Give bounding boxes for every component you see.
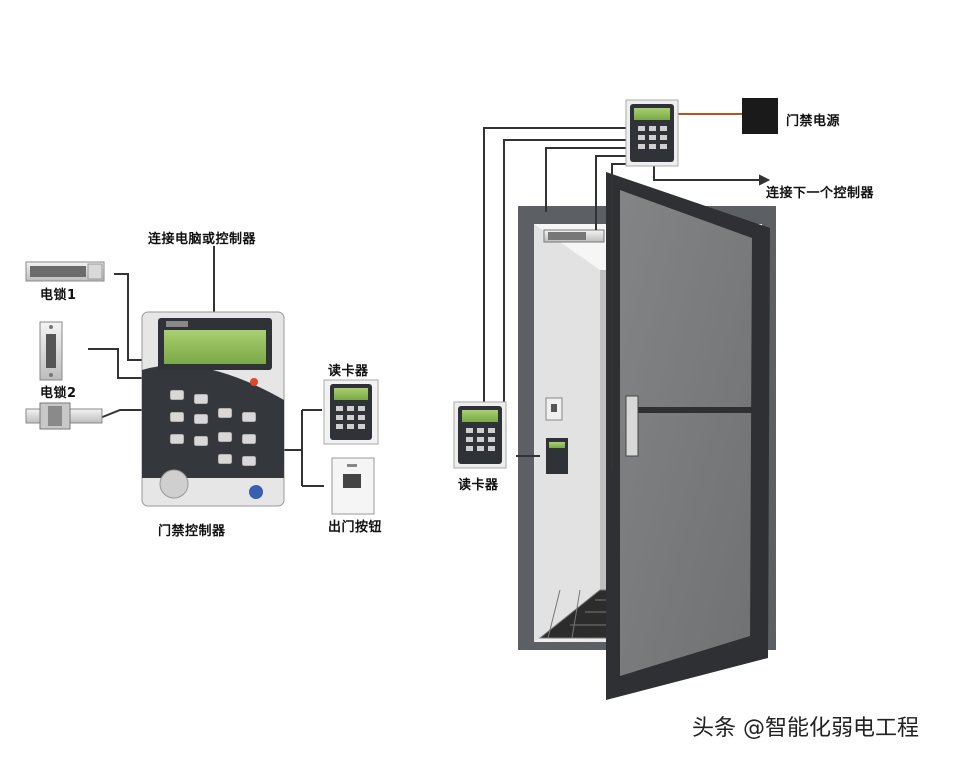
power-label: 门禁电源 [786, 114, 841, 129]
left-wiring [88, 246, 324, 487]
right-wiring [483, 127, 771, 470]
access-controller [141, 311, 285, 507]
wall-exit-button [545, 397, 563, 421]
controller-label: 门禁控制器 [158, 524, 226, 539]
next-controller-label: 连接下一个控制器 [766, 186, 875, 201]
exit-button-label: 出门按钮 [328, 520, 383, 535]
electric-lock-2 [39, 321, 63, 381]
lock2-label: 电锁2 [40, 386, 77, 401]
exit-button-device [331, 457, 375, 515]
electric-lock-cylinder [25, 402, 103, 430]
reader-label-right: 读卡器 [458, 478, 499, 493]
power-supply [742, 98, 778, 134]
lock1-label: 电锁1 [40, 288, 77, 303]
card-reader-left [323, 379, 379, 445]
card-reader-right [453, 401, 507, 469]
open-door [606, 172, 770, 700]
pc-connection-label: 连接电脑或控制器 [148, 232, 257, 247]
top-controller [625, 99, 679, 167]
reader-label-left: 读卡器 [328, 364, 369, 379]
wall-reader [546, 438, 568, 474]
door-magnetic-lock [543, 229, 605, 243]
watermark: 头条 @智能化弱电工程 [692, 716, 919, 741]
electric-lock-1 [25, 261, 105, 282]
